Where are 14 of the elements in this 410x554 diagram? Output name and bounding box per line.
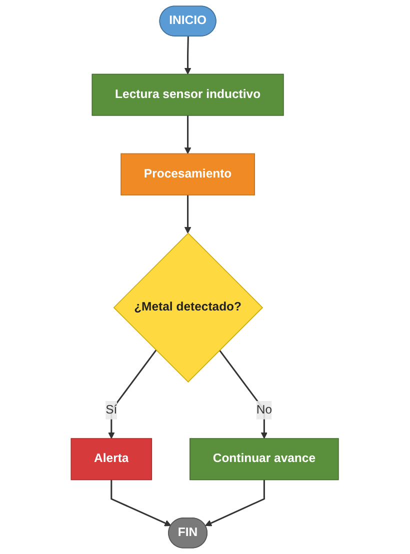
node-box: Alerta xyxy=(70,438,152,480)
node-box: Continuar avance xyxy=(190,438,340,480)
arrow xyxy=(110,480,172,526)
node-box: Procesamiento xyxy=(120,153,256,196)
edge-label: Sí xyxy=(106,403,118,416)
arrow xyxy=(184,195,192,234)
node-diamond: ¿Metal detectado? xyxy=(113,232,264,382)
arrow xyxy=(108,350,157,439)
arrow xyxy=(184,115,192,154)
arrow xyxy=(205,480,266,526)
arrow xyxy=(184,36,192,74)
node-box: Lectura sensor inductivo xyxy=(92,74,284,116)
arrow xyxy=(219,350,268,439)
edge-label: No xyxy=(256,403,272,416)
